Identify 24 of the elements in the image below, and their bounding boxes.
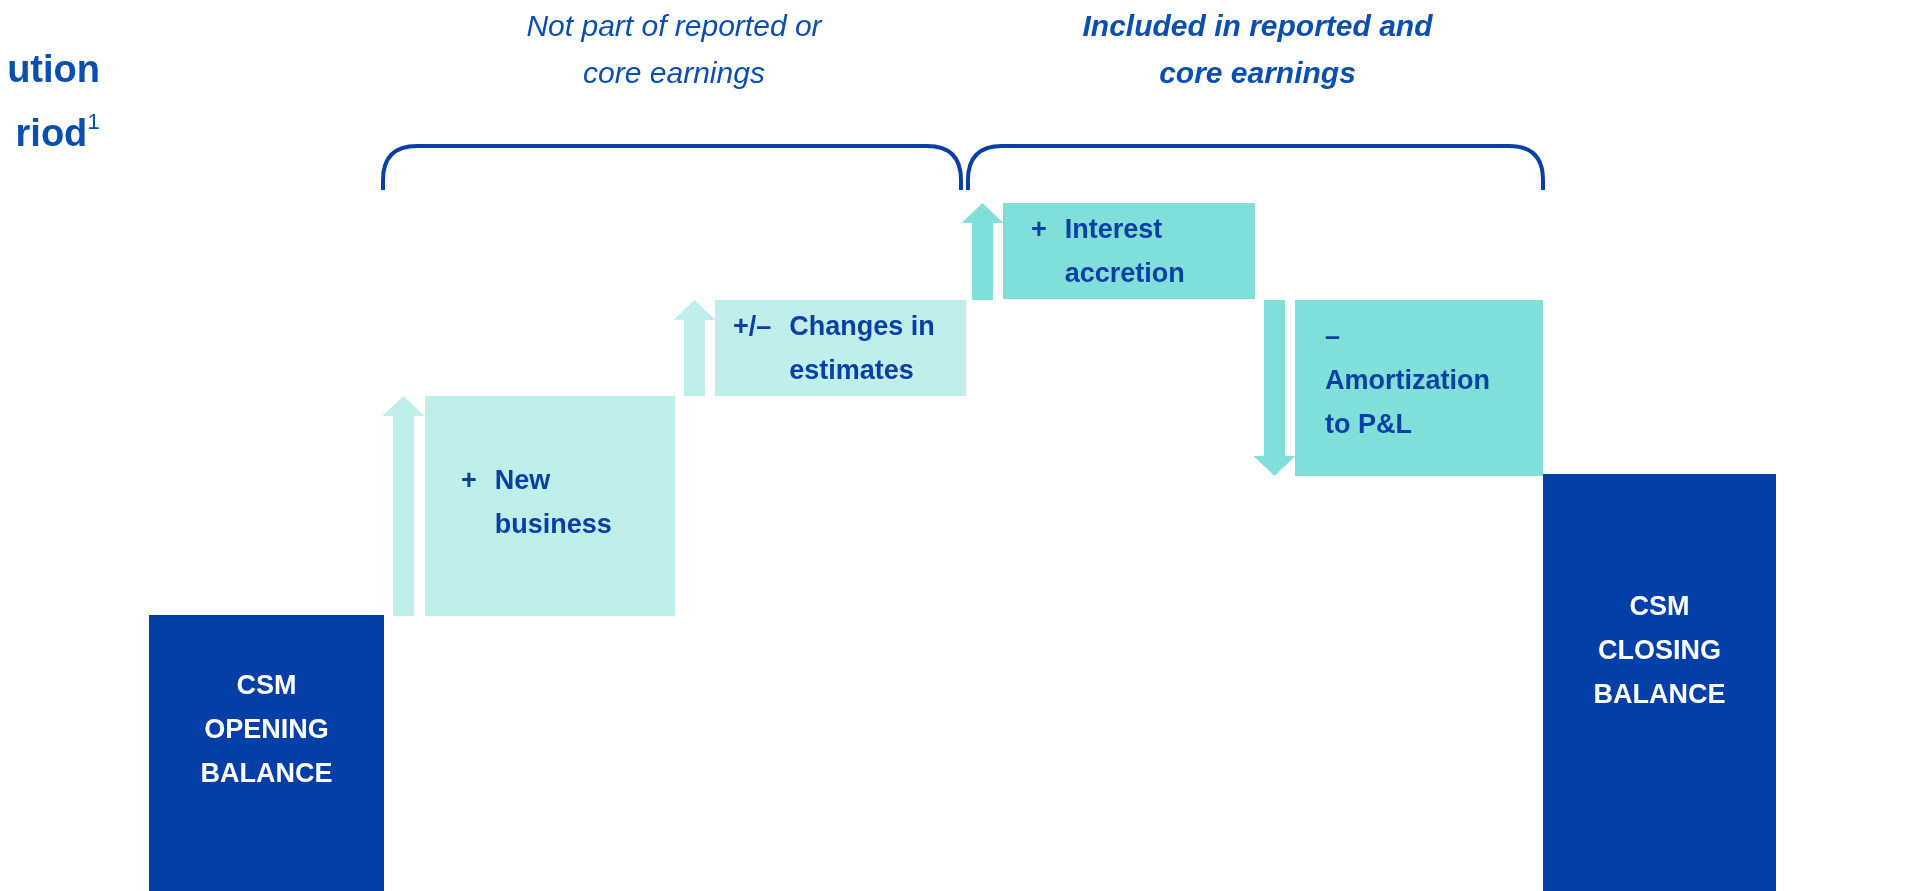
step-text: New business [494, 464, 613, 541]
sign-text: – [1325, 320, 1342, 353]
group-heading: Included in reported and core earnings [1081, 8, 1434, 91]
step-box [425, 396, 675, 616]
step-text: Amortization to P&L [1325, 364, 1491, 441]
sign-text: +/– [733, 310, 772, 343]
group-heading: Not part of reported or core earnings [525, 8, 824, 91]
step-text: Changes in estimates [789, 310, 936, 387]
block-arrow [673, 300, 716, 396]
sign-text: + [461, 464, 477, 497]
step-text: Interest accretion [1064, 213, 1186, 290]
step-box [1003, 203, 1255, 299]
step-text: CSM OPENING BALANCE [199, 669, 334, 790]
step-text: CSM CLOSING BALANCE [1592, 590, 1727, 711]
sign-text: + [1031, 213, 1047, 246]
step-box [1295, 300, 1543, 476]
balance-bar [1543, 474, 1776, 891]
block-arrow [1253, 300, 1296, 476]
title-text: riod$^{1}$ [15, 107, 100, 157]
step-box [715, 300, 966, 396]
block-arrow [382, 396, 425, 616]
title-text: ution [7, 47, 100, 92]
block-arrow [961, 203, 1004, 300]
balance-bar [149, 615, 384, 891]
